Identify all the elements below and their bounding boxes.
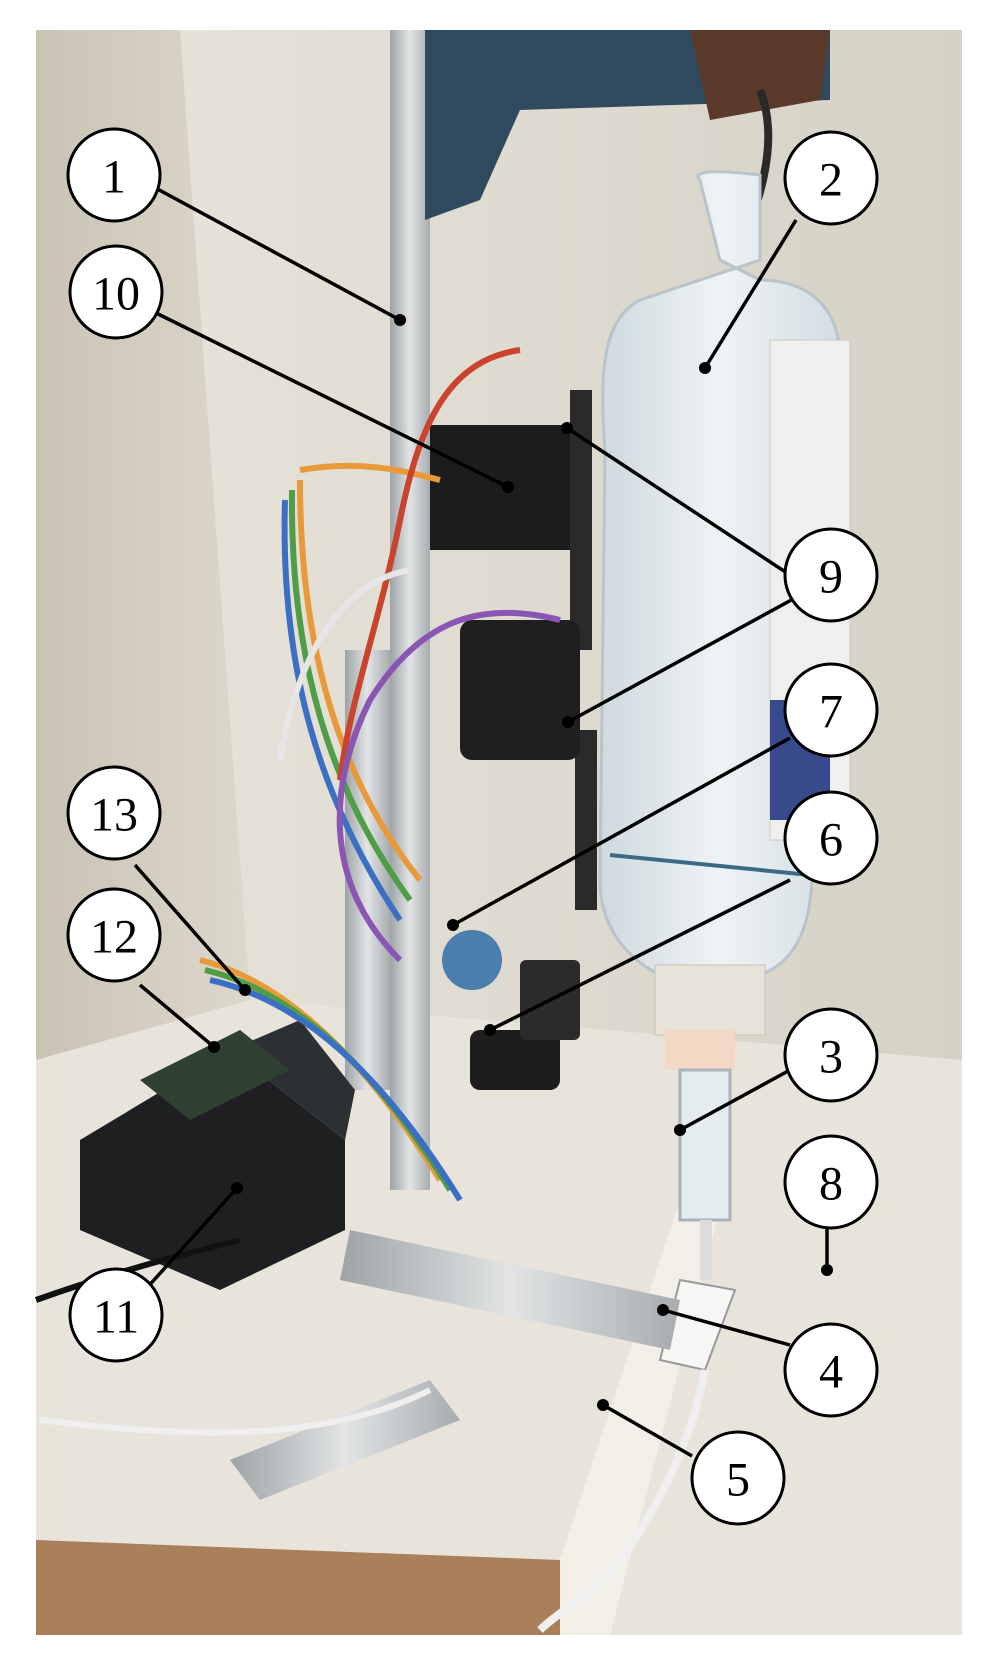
callout-10: 10 [68, 244, 164, 340]
driver-board [140, 1030, 290, 1120]
callout-8-label: 8 [819, 1158, 843, 1211]
callout-2-label: 2 [819, 154, 843, 207]
callout-11: 11 [68, 1267, 164, 1363]
drip-chamber [678, 1068, 732, 1222]
stepper-motor [80, 1050, 345, 1290]
callout-6: 6 [783, 790, 879, 886]
callout-13-label: 13 [90, 789, 138, 842]
buzzer [442, 930, 502, 990]
callout-9-label: 9 [819, 551, 843, 604]
callout-6-label: 6 [819, 814, 843, 867]
vertical-profile [390, 30, 430, 1190]
callout-10-label: 10 [92, 268, 140, 321]
iv-tube [537, 1369, 709, 1633]
callout-12-label: 12 [90, 911, 138, 964]
callout-4: 4 [783, 1322, 879, 1418]
photo [34, 30, 962, 1635]
callout-5: 5 [690, 1430, 786, 1526]
callout-13: 13 [66, 765, 162, 861]
callout-12: 12 [66, 887, 162, 983]
callout-4-label: 4 [819, 1346, 843, 1399]
callout-2: 2 [783, 130, 879, 226]
callout-9: 9 [783, 527, 879, 623]
leader-lines [133, 183, 833, 1458]
callout-1-label: 1 [102, 151, 126, 204]
callout-7: 7 [783, 662, 879, 758]
callout-7-label: 7 [819, 686, 843, 739]
callout-3-label: 3 [819, 1031, 843, 1084]
callout-1: 1 [66, 127, 162, 223]
callout-8: 8 [783, 1134, 879, 1230]
callout-3: 3 [783, 1007, 879, 1103]
callout-11-label: 11 [93, 1291, 139, 1344]
callout-5-label: 5 [726, 1454, 750, 1507]
